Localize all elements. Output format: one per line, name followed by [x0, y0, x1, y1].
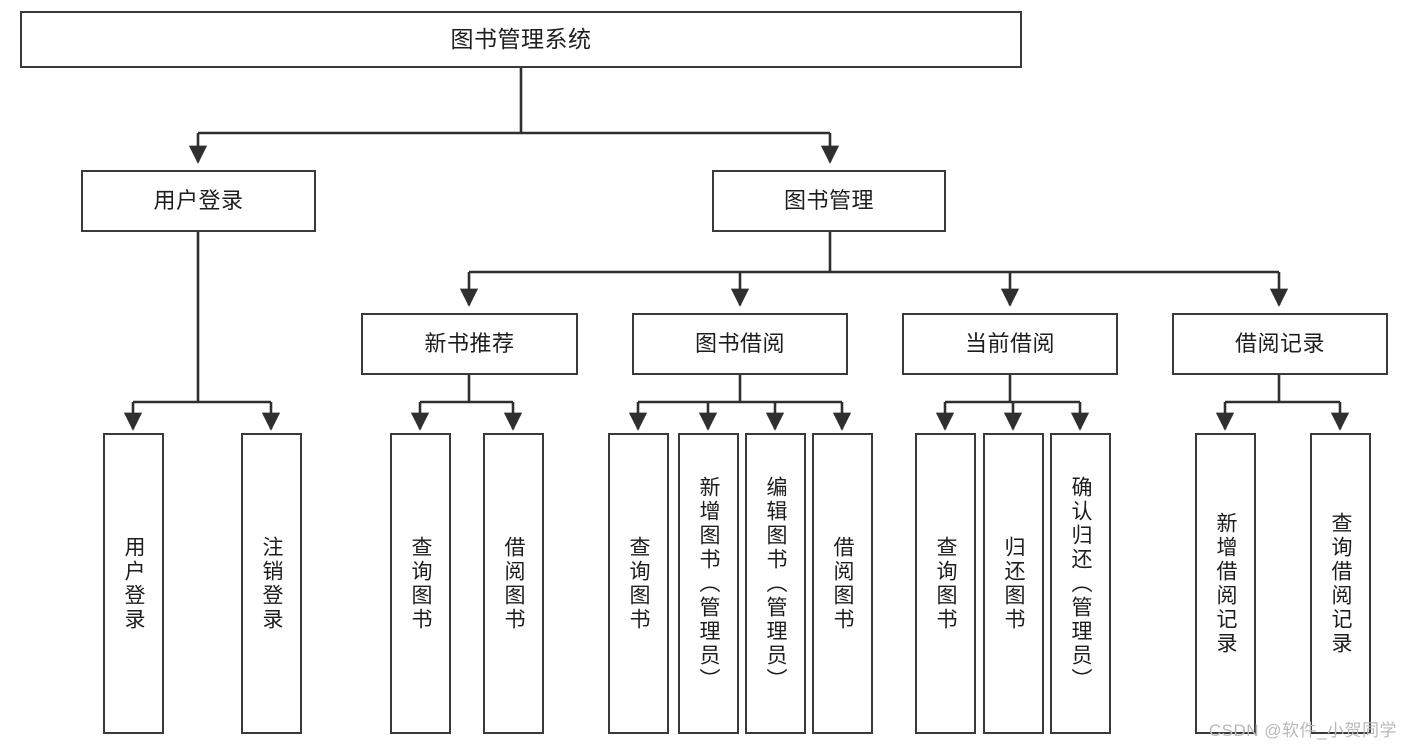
- node-root-system[interactable]: 图书管理系统: [20, 11, 1022, 68]
- node-label: 新书推荐: [424, 331, 515, 357]
- node-label: 借阅图书: [831, 535, 854, 632]
- leaf-query-book-2[interactable]: 查询图书: [608, 433, 669, 734]
- node-label: 借阅记录: [1234, 331, 1325, 357]
- node-label: 查询图书: [627, 535, 650, 632]
- node-borrow-record[interactable]: 借阅记录: [1172, 313, 1388, 375]
- leaf-query-book-3[interactable]: 查询图书: [915, 433, 976, 734]
- node-label: 注销登录: [260, 535, 283, 632]
- leaf-borrow-book-2[interactable]: 借阅图书: [812, 433, 873, 734]
- node-label: 归还图书: [1002, 535, 1025, 632]
- leaf-borrow-book-1[interactable]: 借阅图书: [483, 433, 544, 734]
- leaf-query-book-1[interactable]: 查询图书: [390, 433, 451, 734]
- leaf-return-book[interactable]: 归还图书: [983, 433, 1044, 734]
- node-label: 当前借阅: [964, 331, 1055, 357]
- node-label: 用户登录: [122, 535, 145, 632]
- leaf-add-book[interactable]: 新增图书（管理员）: [678, 433, 739, 734]
- node-book-borrow[interactable]: 图书借阅: [632, 313, 848, 375]
- node-current-borrow[interactable]: 当前借阅: [902, 313, 1118, 375]
- leaf-edit-book[interactable]: 编辑图书（管理员）: [745, 433, 806, 734]
- node-label: 确认归还（管理员）: [1069, 475, 1092, 692]
- node-label: 查询图书: [934, 535, 957, 632]
- leaf-user-login[interactable]: 用户登录: [103, 433, 164, 734]
- node-label: 图书管理: [783, 188, 874, 214]
- node-label: 查询借阅记录: [1329, 511, 1352, 656]
- leaf-logout[interactable]: 注销登录: [241, 433, 302, 734]
- node-label: 图书管理系统: [450, 25, 592, 52]
- leaf-query-record[interactable]: 查询借阅记录: [1310, 433, 1371, 734]
- node-label: 图书借阅: [694, 331, 785, 357]
- node-label: 借阅图书: [502, 535, 525, 632]
- node-label: 新增借阅记录: [1214, 511, 1237, 656]
- node-user-login[interactable]: 用户登录: [81, 170, 316, 232]
- node-book-manage[interactable]: 图书管理: [712, 170, 946, 232]
- csdn-watermark: CSDN @软件_小贺同学: [1208, 721, 1397, 740]
- node-label: 用户登录: [153, 188, 244, 214]
- node-new-book-recommend[interactable]: 新书推荐: [361, 313, 578, 375]
- node-label: 新增图书（管理员）: [697, 475, 720, 692]
- leaf-add-record[interactable]: 新增借阅记录: [1195, 433, 1256, 734]
- node-label: 编辑图书（管理员）: [764, 475, 787, 692]
- node-label: 查询图书: [409, 535, 432, 632]
- leaf-confirm-return[interactable]: 确认归还（管理员）: [1050, 433, 1111, 734]
